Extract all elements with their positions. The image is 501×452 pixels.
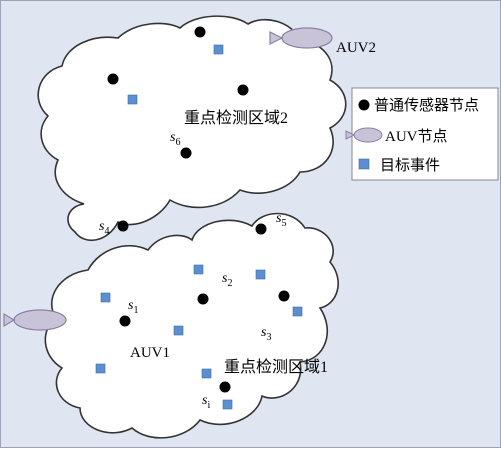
sensor-node-s3 — [278, 290, 290, 302]
sensor-label-s4: s4 — [99, 219, 109, 237]
target-event — [100, 292, 111, 303]
legend-sensor-label: 普通传感器节点 — [374, 97, 479, 114]
auv1-label: AUV1 — [130, 345, 170, 361]
auv2-body — [281, 27, 333, 49]
sensor-label-s6: s6 — [170, 130, 180, 148]
sensor-label-s2: s2 — [222, 271, 232, 289]
sensor-node — [194, 26, 206, 38]
legend-auv-tail — [345, 130, 356, 140]
region-2-cloud — [37, 15, 347, 242]
legend-target-icon — [358, 158, 370, 170]
target-event — [173, 325, 184, 336]
legend: 普通传感器节点 AUV节点 目标事件 — [345, 87, 499, 181]
sensor-node — [237, 84, 249, 96]
sensor-node-s6 — [180, 147, 192, 159]
auv2-tail — [269, 31, 284, 45]
target-event — [201, 368, 212, 379]
target-event — [255, 269, 266, 280]
sensor-node-s5 — [255, 223, 267, 235]
sensor-label-s5: s5 — [276, 211, 286, 229]
sensor-label-s1: s1 — [128, 298, 138, 316]
legend-auv-icon — [353, 127, 383, 143]
region-2-label: 重点检测区域2 — [184, 109, 288, 127]
target-event — [292, 306, 303, 317]
legend-sensor-icon — [358, 99, 370, 111]
sensor-node — [107, 73, 119, 85]
sensor-node-s1 — [119, 315, 131, 327]
target-event — [193, 264, 204, 275]
sensor-label-s3: s3 — [261, 325, 271, 343]
target-event — [213, 44, 224, 55]
auv1-body — [13, 309, 67, 331]
legend-target-label: 目标事件 — [380, 157, 440, 174]
legend-auv-label: AUV节点 — [385, 128, 448, 145]
target-event — [127, 94, 138, 105]
target-event — [222, 399, 233, 410]
auv2-label: AUV2 — [336, 40, 376, 56]
target-event — [95, 363, 106, 374]
sensor-label-si: si — [202, 393, 210, 411]
auv1-tail — [3, 312, 16, 328]
region-1-label: 重点检测区域1 — [224, 358, 328, 376]
sensor-node-si — [219, 381, 231, 393]
sensor-node-s2 — [197, 293, 209, 305]
sensor-node-s4 — [117, 220, 129, 232]
